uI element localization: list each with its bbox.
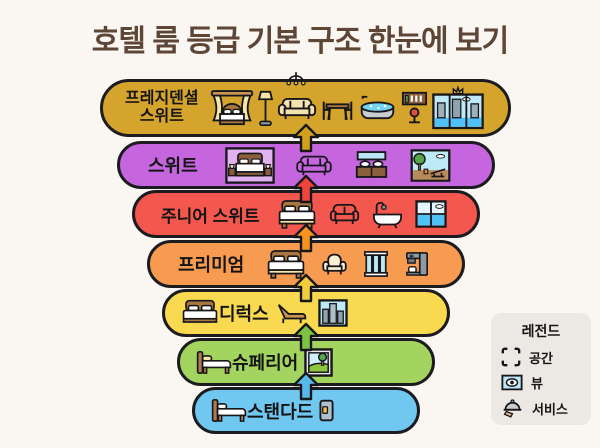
lounge-chair-icon <box>277 304 306 324</box>
space-brackets-icon <box>501 347 521 367</box>
tier-icons <box>266 199 459 229</box>
master-bedroom-icon <box>224 146 275 184</box>
sofa-with-chandelier <box>277 71 317 121</box>
single-bed-icon <box>211 399 247 422</box>
view-eye-icon <box>501 374 523 391</box>
tier-icons <box>205 71 488 130</box>
city-view-window-icon <box>317 299 348 327</box>
legend-title: 레전드 <box>521 323 561 339</box>
page-title: 호텔 룸 등급 기본 구조 한눈에 보기 <box>91 25 509 58</box>
balcony-icon <box>364 251 389 277</box>
coffee-machine-icon <box>405 252 428 276</box>
canopy-bed-icon <box>210 89 253 125</box>
legend-label: 뷰 <box>531 376 543 391</box>
terrace-lounger-view-icon <box>410 148 451 182</box>
legend-label: 공간 <box>529 350 553 366</box>
tier-label: 슈페리어 <box>232 353 299 373</box>
tier-icons <box>204 146 472 184</box>
tier-label: 프리미엄 <box>178 255 245 275</box>
upgrade-arrow-to-presidential <box>292 123 320 153</box>
upgrade-arrow-to-suite <box>292 174 320 204</box>
loveseat-sofa-icon <box>330 203 360 225</box>
single-bed-icon <box>196 350 232 374</box>
tier-icons <box>319 399 334 422</box>
upgrade-arrow-to-superior <box>292 371 320 401</box>
chandelier-icon <box>286 71 307 85</box>
tier-label: 주니어 스위트 <box>161 206 260 226</box>
sofa-icon <box>296 155 333 175</box>
floor-lamp-icon <box>258 90 274 126</box>
key-card-icon <box>319 399 334 422</box>
service-cloche-icon <box>503 399 522 418</box>
sofa-icon <box>278 97 317 119</box>
double-vanity-icon <box>356 151 388 178</box>
dining-table-icon <box>323 101 353 121</box>
city-panorama-with-crown-icon <box>432 84 484 129</box>
mini-bar-icon <box>402 91 428 124</box>
tier-icons <box>304 347 334 377</box>
tier-label: 스탠다드 <box>247 401 314 422</box>
double-bed-icon <box>267 250 304 279</box>
legend-label: 서비스 <box>532 401 568 417</box>
tier-icons <box>250 249 444 279</box>
upgrade-arrow-to-premium <box>292 273 320 303</box>
upgrade-arrow-to-deluxe <box>292 322 320 352</box>
tier-icons <box>275 299 348 327</box>
armchair-icon <box>322 253 347 274</box>
garden-view-window-icon <box>304 347 334 377</box>
double-bed-icon <box>182 299 218 323</box>
upgrade-arrow-to-junior-suite <box>292 223 320 253</box>
legend: 레전드 공간 뷰 서비스 <box>491 313 591 425</box>
legend-item-space: 공간 <box>501 347 581 367</box>
jacuzzi-icon <box>361 95 395 120</box>
sea-view-window-icon <box>415 200 447 228</box>
tier-label: 프레지덴셜 스위트 <box>125 90 199 125</box>
legend-item-service: 서비스 <box>501 398 581 418</box>
legend-item-view: 뷰 <box>501 373 581 392</box>
double-bed-icon <box>279 200 316 229</box>
bathtub-shower-icon <box>373 201 403 228</box>
tier-label: 디럭스 <box>219 304 269 324</box>
tier-label: 스위트 <box>148 156 198 176</box>
